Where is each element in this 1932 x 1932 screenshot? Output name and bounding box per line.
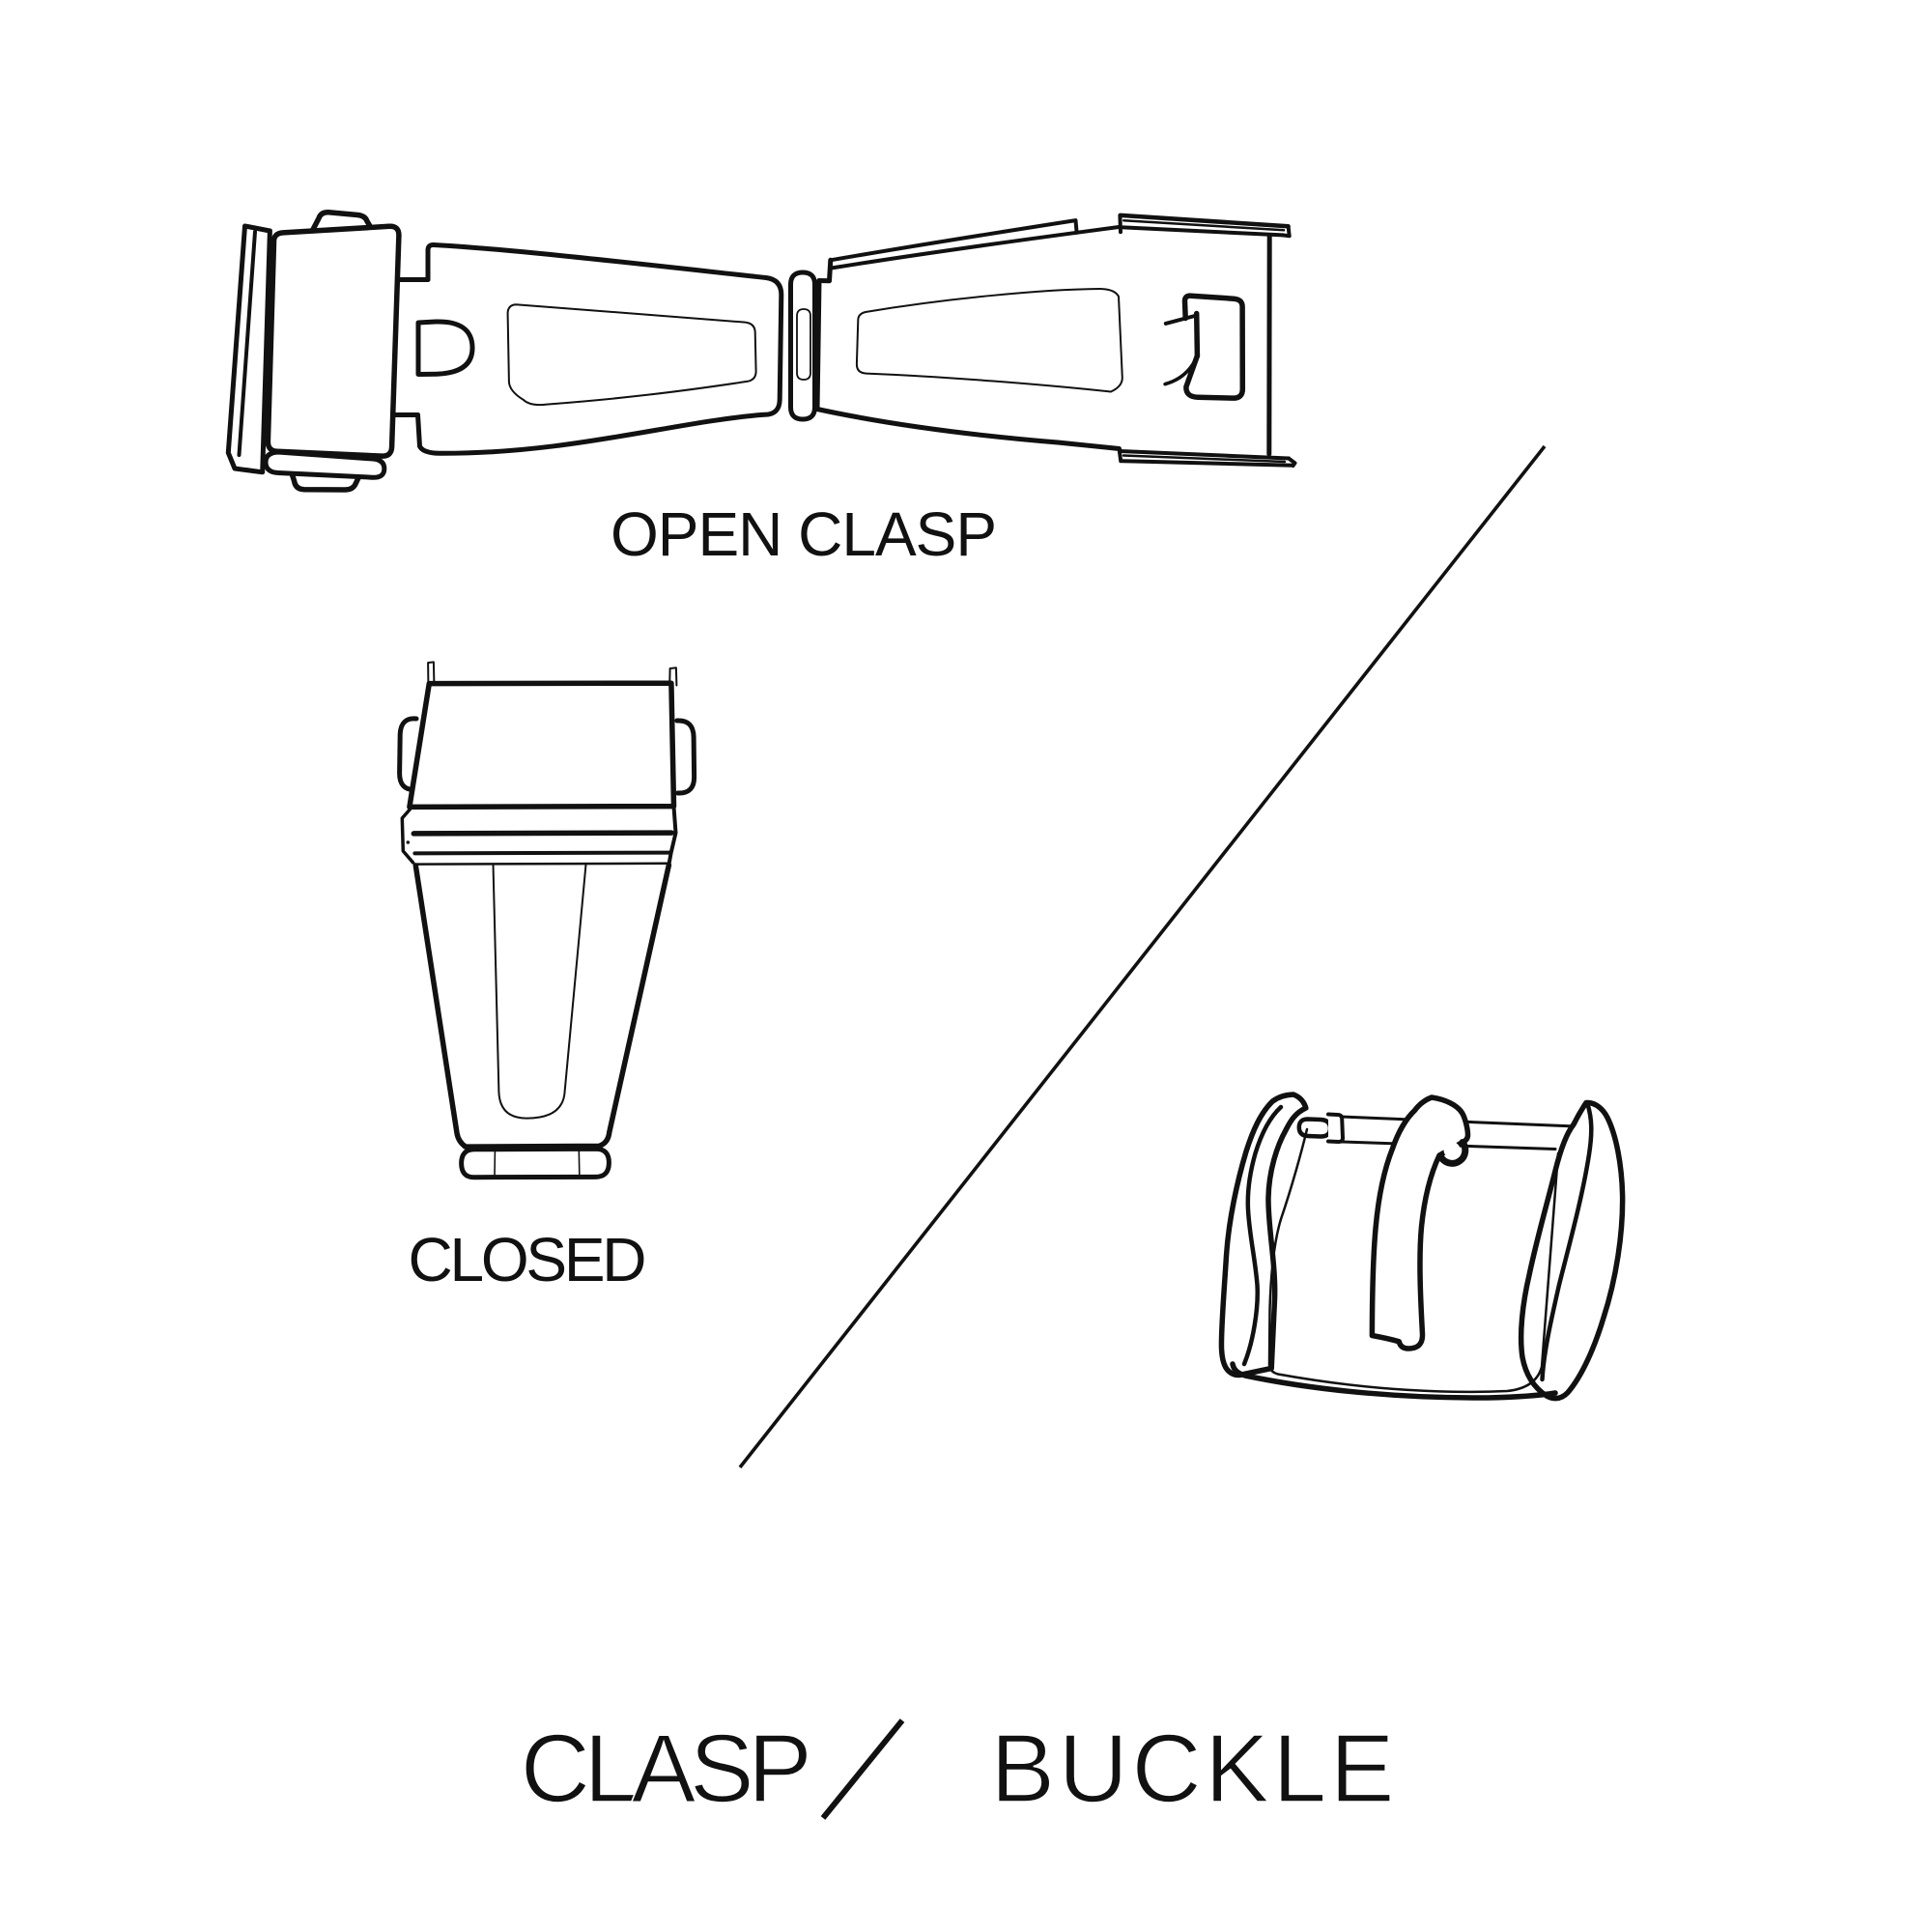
svg-text:CLOSED: CLOSED [409,1225,648,1294]
svg-text:CLASP: CLASP [521,1715,813,1823]
svg-text:OPEN CLASP: OPEN CLASP [611,499,998,569]
svg-text:BUCKLE: BUCKLE [990,1715,1395,1823]
